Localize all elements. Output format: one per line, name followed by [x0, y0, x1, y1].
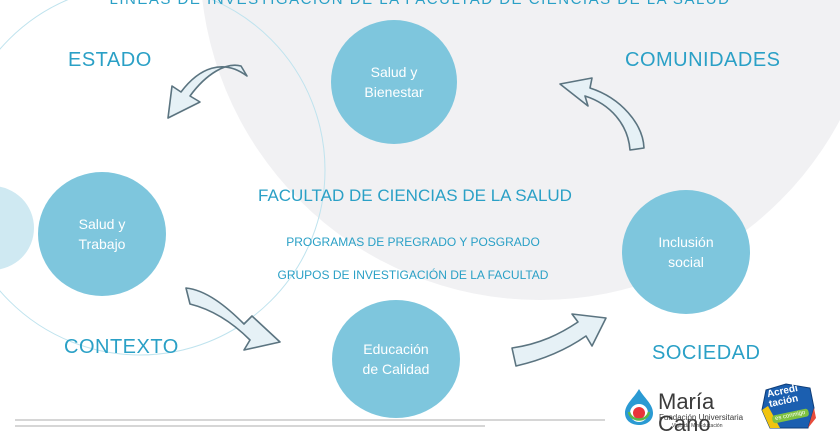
- node-label-line: Salud y: [78, 216, 126, 232]
- arrow-contexto: [185, 287, 281, 351]
- logo-tagline: Vigilada MinEducación: [672, 423, 723, 429]
- node-salud-trabajo: Salud y Trabajo: [38, 172, 166, 296]
- label-estado: ESTADO: [68, 49, 152, 71]
- node-label-line: Bienestar: [364, 84, 424, 100]
- node-educacion-calidad: Educación de Calidad: [332, 300, 460, 418]
- node-label-line: Trabajo: [78, 236, 126, 252]
- arrow-estado: [167, 64, 248, 119]
- node-label-line: Salud y: [370, 64, 418, 80]
- logo-name: María Cano: [658, 389, 715, 436]
- center-grupos: GRUPOS DE INVESTIGACIÓN DE LA FACULTAD: [277, 268, 549, 282]
- logo-subtitle: Fundación Universitaria: [659, 413, 744, 422]
- left-edge-circle: [0, 186, 34, 270]
- node-label-line: de Calidad: [362, 361, 430, 377]
- node-label-line: social: [668, 254, 704, 270]
- arrow-comunidades: [559, 77, 645, 151]
- node-label-line: Inclusión: [658, 234, 714, 250]
- center-title: FACULTAD DE CIENCIAS DE LA SALUD: [258, 186, 572, 205]
- logo-drop-icon: [625, 389, 653, 425]
- arrow-sociedad: [511, 313, 607, 367]
- header-title: LÍNEAS DE INVESTIGACIÓN DE LA FACULTAD D…: [0, 0, 840, 8]
- center-programas: PROGRAMAS DE PREGRADO Y POSGRADO: [286, 235, 540, 249]
- acreditacion-badge: Acredi tación es conmigo: [760, 382, 816, 430]
- label-contexto: CONTEXTO: [64, 336, 179, 358]
- label-sociedad: SOCIEDAD: [652, 342, 761, 364]
- background-ring: [0, 0, 326, 356]
- label-comunidades: COMUNIDADES: [625, 49, 781, 71]
- maria-cano-logo: María Cano Fundación Universitaria Vigil…: [622, 386, 762, 435]
- node-label-line: Educación: [363, 341, 429, 357]
- node-inclusion-social: Inclusión social: [622, 190, 750, 314]
- node-salud-bienestar: Salud y Bienestar: [331, 20, 457, 144]
